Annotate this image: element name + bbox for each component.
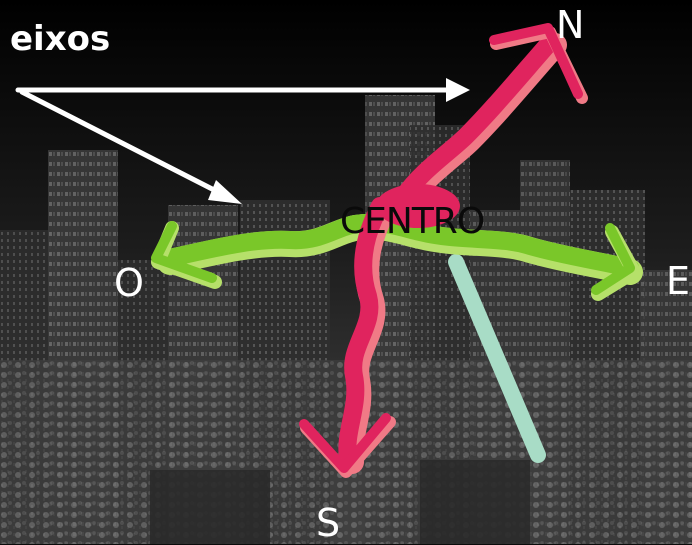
north-arrowhead (489, 23, 583, 99)
pointer-arrowhead (446, 78, 470, 102)
pointer-arrows (15, 78, 470, 204)
east-west-axis (151, 213, 643, 301)
east-arrowhead (591, 223, 635, 295)
south-label: S (316, 501, 341, 545)
center-junction (376, 184, 460, 228)
pointer-arrow-line (19, 89, 223, 196)
building (150, 470, 270, 544)
center-label: CENTRO (340, 201, 485, 242)
south-arrowhead (299, 413, 391, 473)
north-south-axis (299, 23, 588, 478)
diagram-title: eixos (10, 19, 111, 59)
north-axis-line (395, 32, 560, 205)
north-label: N (556, 3, 585, 47)
secondary-axis (448, 254, 546, 463)
south-axis-line (338, 197, 389, 467)
east-label: E (666, 259, 691, 303)
building (420, 460, 530, 544)
west-label: O (114, 261, 144, 305)
secondary-axis-line (448, 254, 546, 463)
pointer-arrowhead (208, 180, 242, 204)
west-arrowhead (151, 221, 217, 283)
east-west-axis-line (161, 213, 639, 277)
